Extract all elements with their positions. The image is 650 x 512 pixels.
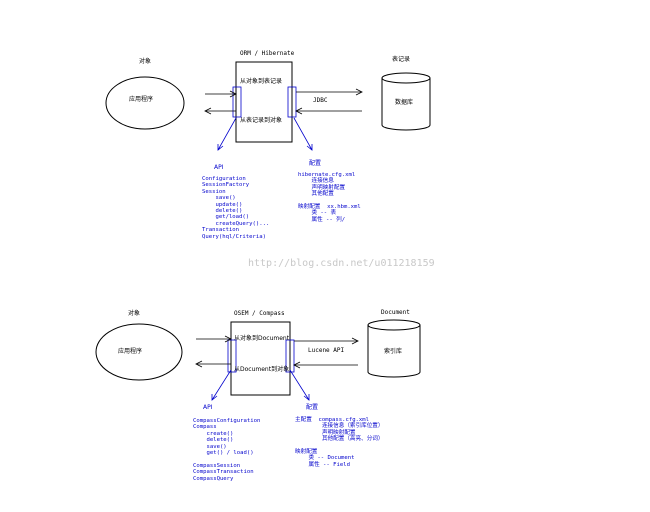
api-item: create()	[193, 430, 234, 437]
api-item: CompassQuery	[193, 475, 234, 482]
api-item: Configuration	[202, 176, 246, 182]
api-item: get/load()	[202, 214, 250, 221]
api-title-bottom: API	[203, 404, 213, 411]
api-item: Query(hql/Criteria)	[202, 233, 266, 240]
osem-box	[230, 321, 291, 396]
osem-title: OSEM / Compass	[234, 310, 285, 317]
db-cylinder	[381, 72, 431, 131]
app-label: 应用程序	[129, 96, 154, 103]
object-label-bottom: 对象	[128, 310, 141, 317]
config-list-bottom: 主配置 compass.cfg.xml 连接信息（索引库位置） 声明映射配置 其…	[295, 417, 383, 468]
config-line: 声明映射配置	[295, 429, 356, 436]
api-item: get() / load()	[193, 450, 254, 457]
orm-right-port	[287, 86, 297, 118]
config-line: hibernate.cfg.xml	[298, 172, 356, 178]
config-line: 属性 -- 列/	[298, 216, 346, 223]
api-item: save()	[193, 443, 227, 450]
api-item: CompassTransaction	[193, 469, 254, 476]
watermark: http://blog.csdn.net/u011218159	[248, 258, 435, 269]
config-line: 其他配置（高亮、分词）	[295, 436, 384, 443]
osem-left-port	[227, 339, 237, 373]
orm-box	[235, 61, 293, 143]
api-item: CompassConfiguration	[193, 418, 261, 424]
lucene-label: Lucene API	[308, 347, 345, 354]
jdbc-label: JDBC	[313, 97, 328, 104]
object-label: 对象	[139, 58, 152, 65]
api-title: API	[214, 164, 224, 171]
config-line: 主配置 compass.cfg.xml	[295, 417, 370, 423]
app-label-bottom: 应用程序	[118, 348, 143, 355]
config-line: 类 -- Document	[295, 455, 355, 462]
app-ellipse-bottom	[95, 323, 183, 381]
config-line: 映射配置	[295, 449, 318, 456]
api-item: Session	[202, 188, 226, 195]
api-item: update()	[202, 201, 243, 208]
db-label: 数据库	[395, 99, 414, 106]
rec-to-obj-label: 从表记录到对象	[240, 117, 283, 124]
api-item: save()	[202, 195, 236, 202]
app-ellipse	[105, 76, 185, 130]
config-line: 声明映射配置	[298, 184, 346, 191]
api-item: createQuery()...	[202, 220, 270, 227]
api-item: SessionFactory	[202, 182, 250, 189]
document-label: Document	[381, 309, 410, 316]
config-line: 连接信息	[298, 178, 334, 185]
osem-right-port	[285, 339, 295, 373]
api-item: CompassSession	[193, 462, 241, 469]
config-list: hibernate.cfg.xml 连接信息 声明映射配置 其他配置 映射配置 …	[298, 172, 361, 223]
config-title-bottom: 配置	[306, 404, 319, 411]
obj-to-doc-label: 从对象到Document	[234, 335, 290, 342]
api-item: Compass	[193, 424, 217, 431]
config-line: 映射配置 xx.hbm.xml	[298, 204, 361, 211]
api-item: Transaction	[202, 227, 240, 234]
config-title: 配置	[309, 160, 322, 167]
config-line: 其他配置	[298, 191, 334, 198]
api-item: delete()	[193, 437, 234, 444]
index-label: 索引库	[384, 348, 403, 355]
config-line: 类 -- 表	[298, 210, 337, 217]
doc-to-obj-label: 从Document到对象	[234, 366, 290, 373]
orm-left-port	[232, 86, 242, 118]
api-item: delete()	[202, 208, 243, 215]
config-line: 属性 -- Field	[295, 461, 350, 468]
table-label: 表记录	[392, 56, 411, 63]
obj-to-rec-label: 从对象到表记录	[240, 78, 283, 85]
index-cylinder	[367, 319, 421, 378]
config-line: 连接信息（索引库位置）	[295, 423, 384, 430]
orm-title: ORM / Hibernate	[240, 50, 295, 57]
